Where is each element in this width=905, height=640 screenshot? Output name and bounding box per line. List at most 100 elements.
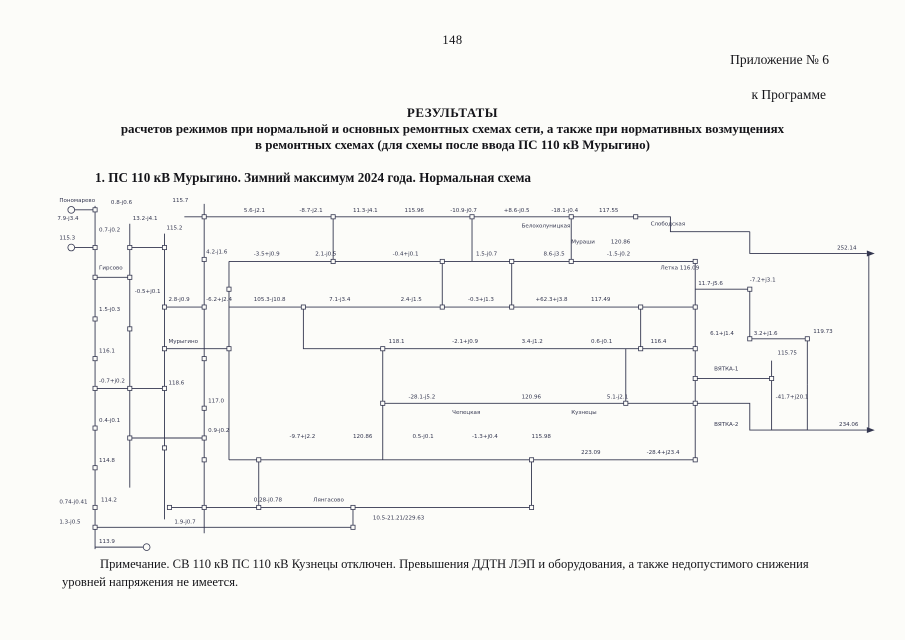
diagram-node-square bbox=[469, 214, 475, 220]
diagram-node-square bbox=[638, 346, 644, 352]
diagram-node-square bbox=[127, 245, 133, 251]
diagram-node-square bbox=[127, 326, 133, 332]
diagram-node-square bbox=[747, 286, 753, 292]
diagram-label: 116.4 bbox=[651, 339, 667, 345]
diagram-edge bbox=[749, 231, 867, 254]
diagram-label: 7.9-j3.4 bbox=[57, 216, 79, 222]
diagram-node-square bbox=[92, 504, 98, 510]
diagram-node-square bbox=[256, 457, 262, 463]
diagram-node-square bbox=[201, 256, 207, 262]
diagram-node-square bbox=[330, 214, 336, 220]
diagram-edge bbox=[749, 338, 808, 385]
document-title: РЕЗУЛЬТАТЫ расчетов режимов при нормальн… bbox=[0, 105, 905, 153]
note-paragraph: Примечание. СВ 110 кВ ПС 110 кВ Кузнецы … bbox=[62, 557, 809, 589]
diagram-arrowhead bbox=[866, 250, 875, 257]
diagram-label: -0.4+j0.1 bbox=[393, 251, 419, 257]
diagram-label: 0.8-j0.6 bbox=[111, 200, 133, 206]
diagram-label: 0.6-j0.1 bbox=[591, 339, 613, 345]
diagram-node-square bbox=[380, 400, 386, 406]
diagram-label: -28.4+j23.4 bbox=[647, 450, 680, 456]
diagram-node-square bbox=[92, 245, 98, 251]
diagram-node-square bbox=[692, 400, 698, 406]
diagram-label: 117.49 bbox=[591, 297, 611, 303]
diagram-node-square bbox=[201, 504, 207, 510]
diagram-node-square bbox=[127, 435, 133, 441]
diagram-node-square bbox=[623, 400, 629, 406]
diagram-label: Мураши bbox=[571, 240, 595, 246]
diagram-arrowhead bbox=[866, 427, 875, 434]
diagram-node-square bbox=[127, 385, 133, 391]
diagram-node-square bbox=[201, 214, 207, 220]
diagram-node-square bbox=[439, 304, 445, 310]
diagram-node-square bbox=[350, 524, 356, 530]
diagram-label: 115.3 bbox=[59, 236, 75, 242]
diagram-node-square bbox=[692, 258, 698, 264]
diagram-node-square bbox=[92, 316, 98, 322]
diagram-node-square bbox=[568, 214, 574, 220]
diagram-label: 105.3-j10.8 bbox=[254, 297, 286, 303]
diagram-node-square bbox=[529, 457, 535, 463]
diagram-label: 5.6-j2.1 bbox=[244, 208, 266, 214]
diagram-label: 4.2-j1.6 bbox=[206, 249, 228, 255]
diagram-node-square bbox=[162, 445, 167, 451]
diagram-node-square bbox=[747, 336, 753, 342]
diagram-node-square bbox=[201, 304, 207, 310]
diagram-label: -1.3+j0.4 bbox=[472, 434, 498, 440]
diagram-label: -0.7+j0.2 bbox=[99, 378, 125, 384]
diagram-edge bbox=[635, 216, 750, 233]
diagram-node-square bbox=[509, 304, 515, 310]
diagram-label: 114.8 bbox=[99, 458, 115, 464]
diagram-label: 118.6 bbox=[168, 380, 184, 386]
diagram-label: 1.5-j0.3 bbox=[99, 307, 121, 313]
diagram-node-square bbox=[92, 385, 98, 391]
diagram-label: 115.7 bbox=[172, 198, 188, 204]
diagram-label: 120.86 bbox=[353, 434, 373, 440]
diagram-label: 115.75 bbox=[778, 351, 798, 357]
diagram-node-square bbox=[201, 457, 207, 463]
diagram-node-square bbox=[92, 356, 98, 362]
diagram-node-square bbox=[92, 425, 98, 431]
diagram-label: Гирсово bbox=[99, 265, 123, 271]
diagram-label: Лянгасово bbox=[313, 497, 344, 503]
diagram-label: 113.9 bbox=[99, 539, 115, 545]
diagram-node-square bbox=[692, 304, 698, 310]
diagram-node-square bbox=[127, 274, 133, 280]
diagram-label: 1.9-j0.7 bbox=[174, 519, 196, 525]
diagram-node-square bbox=[162, 304, 167, 310]
diagram-node-square bbox=[529, 504, 535, 510]
diagram-edge bbox=[771, 384, 808, 431]
diagram-label: 119.73 bbox=[813, 329, 833, 335]
diagram-node-square bbox=[769, 375, 775, 381]
diagram-label: 252.14 bbox=[837, 246, 857, 252]
diagram-label: 13.2-j4.1 bbox=[133, 216, 158, 222]
diagram-label: 1.3-j0.5 bbox=[59, 519, 81, 525]
diagram-node-square bbox=[350, 504, 356, 510]
diagram-label: Слободская bbox=[651, 222, 686, 228]
diagram-node-square bbox=[166, 504, 172, 510]
diagram-node-square bbox=[201, 435, 207, 441]
diagram-label: 11.3-j4.1 bbox=[353, 208, 378, 214]
diagram-label: 1.5-j0.7 bbox=[476, 251, 498, 257]
diagram-label: +62.3+j3.8 bbox=[536, 297, 568, 303]
diagram-label: 120.96 bbox=[522, 394, 542, 400]
title-line-1: РЕЗУЛЬТАТЫ bbox=[406, 105, 499, 120]
diagram-label: -6.2+j2.4 bbox=[206, 297, 232, 303]
diagram-node-square bbox=[201, 356, 207, 362]
diagram-edge bbox=[302, 307, 383, 350]
page-number: 148 bbox=[442, 33, 463, 47]
diagram-label: -0.5+j0.1 bbox=[135, 289, 161, 295]
diagram-label: -8.7-j2.1 bbox=[299, 208, 323, 214]
diagram-node-square bbox=[804, 336, 810, 342]
diagram-label: 115.98 bbox=[532, 434, 552, 440]
diagram-label: 11.7-j5.6 bbox=[698, 281, 723, 287]
diagram-label: Пономарево bbox=[59, 198, 95, 204]
diagram-label: 7.1-j3.4 bbox=[329, 297, 351, 303]
diagram-node-square bbox=[226, 346, 232, 352]
diagram-node-square bbox=[162, 245, 167, 251]
diagram-node-square bbox=[92, 524, 98, 530]
diagram-node-square bbox=[162, 346, 167, 352]
diagram-node-square bbox=[162, 385, 167, 391]
diagram-edge bbox=[695, 402, 772, 431]
title-line-3: в ремонтных схемах (для схемы после ввод… bbox=[255, 137, 650, 152]
